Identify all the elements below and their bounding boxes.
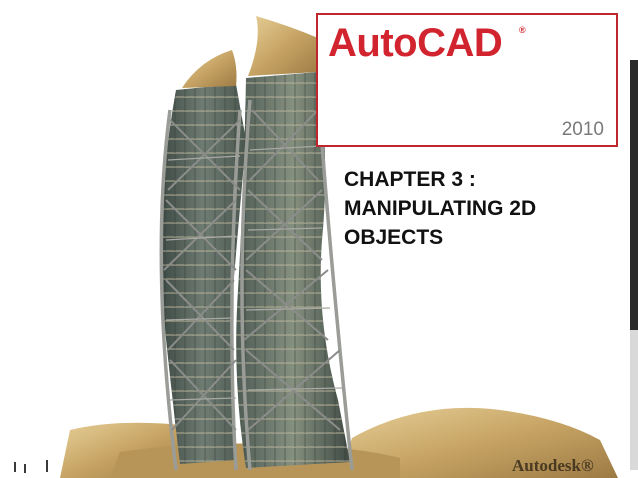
cross-bracing: [163, 109, 341, 431]
floor-rings: [165, 145, 343, 401]
left-roof: [182, 50, 237, 88]
registered-mark: ®: [519, 25, 526, 35]
chapter-line: OBJECTS: [344, 226, 444, 249]
product-name: AutoCAD: [328, 21, 503, 65]
podium-right: [340, 407, 618, 478]
right-roof: [248, 16, 320, 76]
edge-strip-light: [630, 330, 638, 470]
chapter-title: CHAPTER 3 : MANIPULATING 2D OBJECTS: [344, 165, 624, 252]
figures: [14, 460, 48, 473]
product-year: 2010: [561, 119, 604, 140]
autodesk-logo: Autodesk®: [512, 456, 594, 475]
chapter-line: CHAPTER 3 :: [344, 168, 476, 191]
chapter-line: MANIPULATING 2D: [344, 197, 537, 220]
edge-strip-dark: [630, 60, 638, 330]
product-logo-box: AutoCAD ® 2010: [316, 13, 618, 147]
